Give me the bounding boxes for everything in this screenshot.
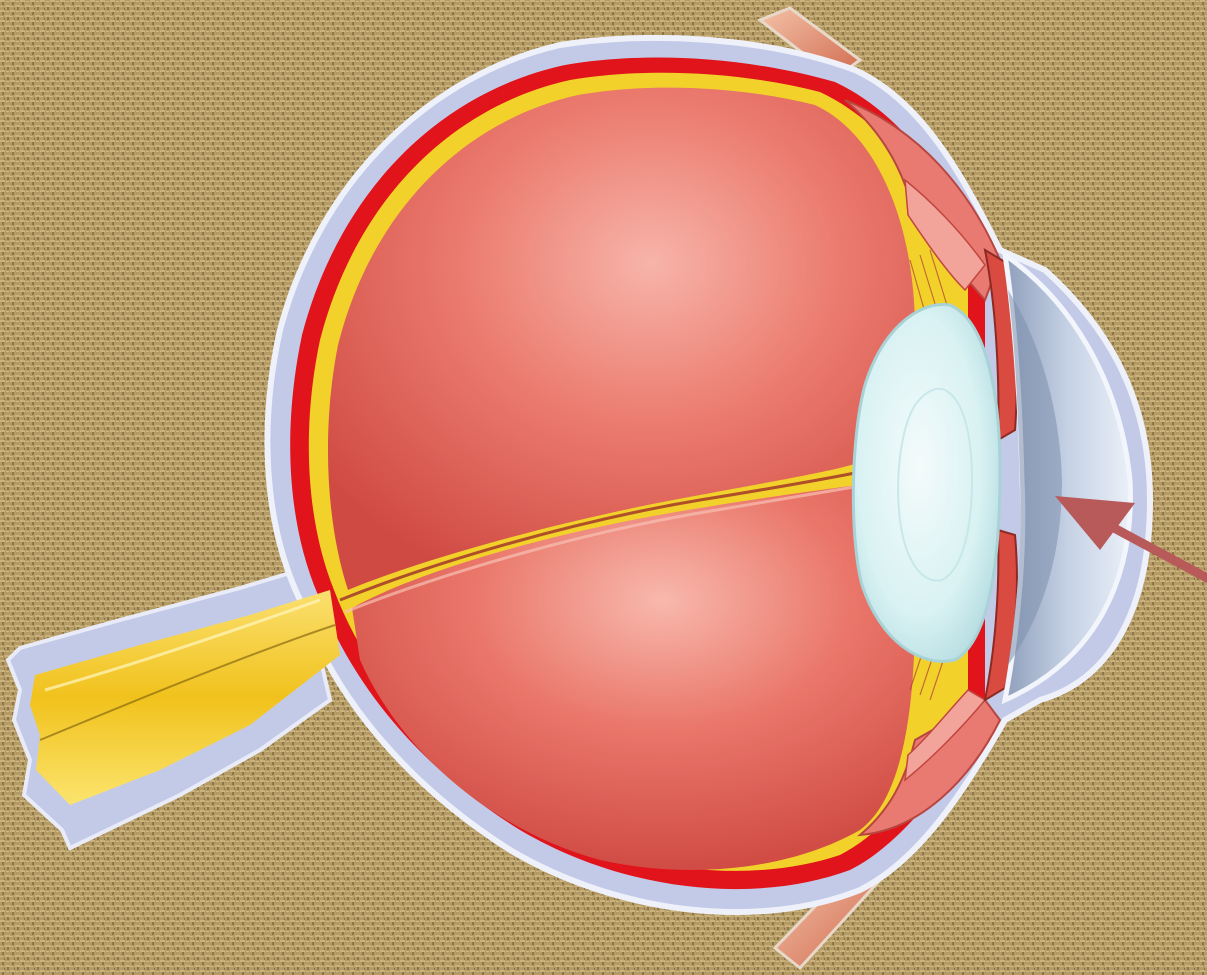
lens [853, 305, 1000, 662]
